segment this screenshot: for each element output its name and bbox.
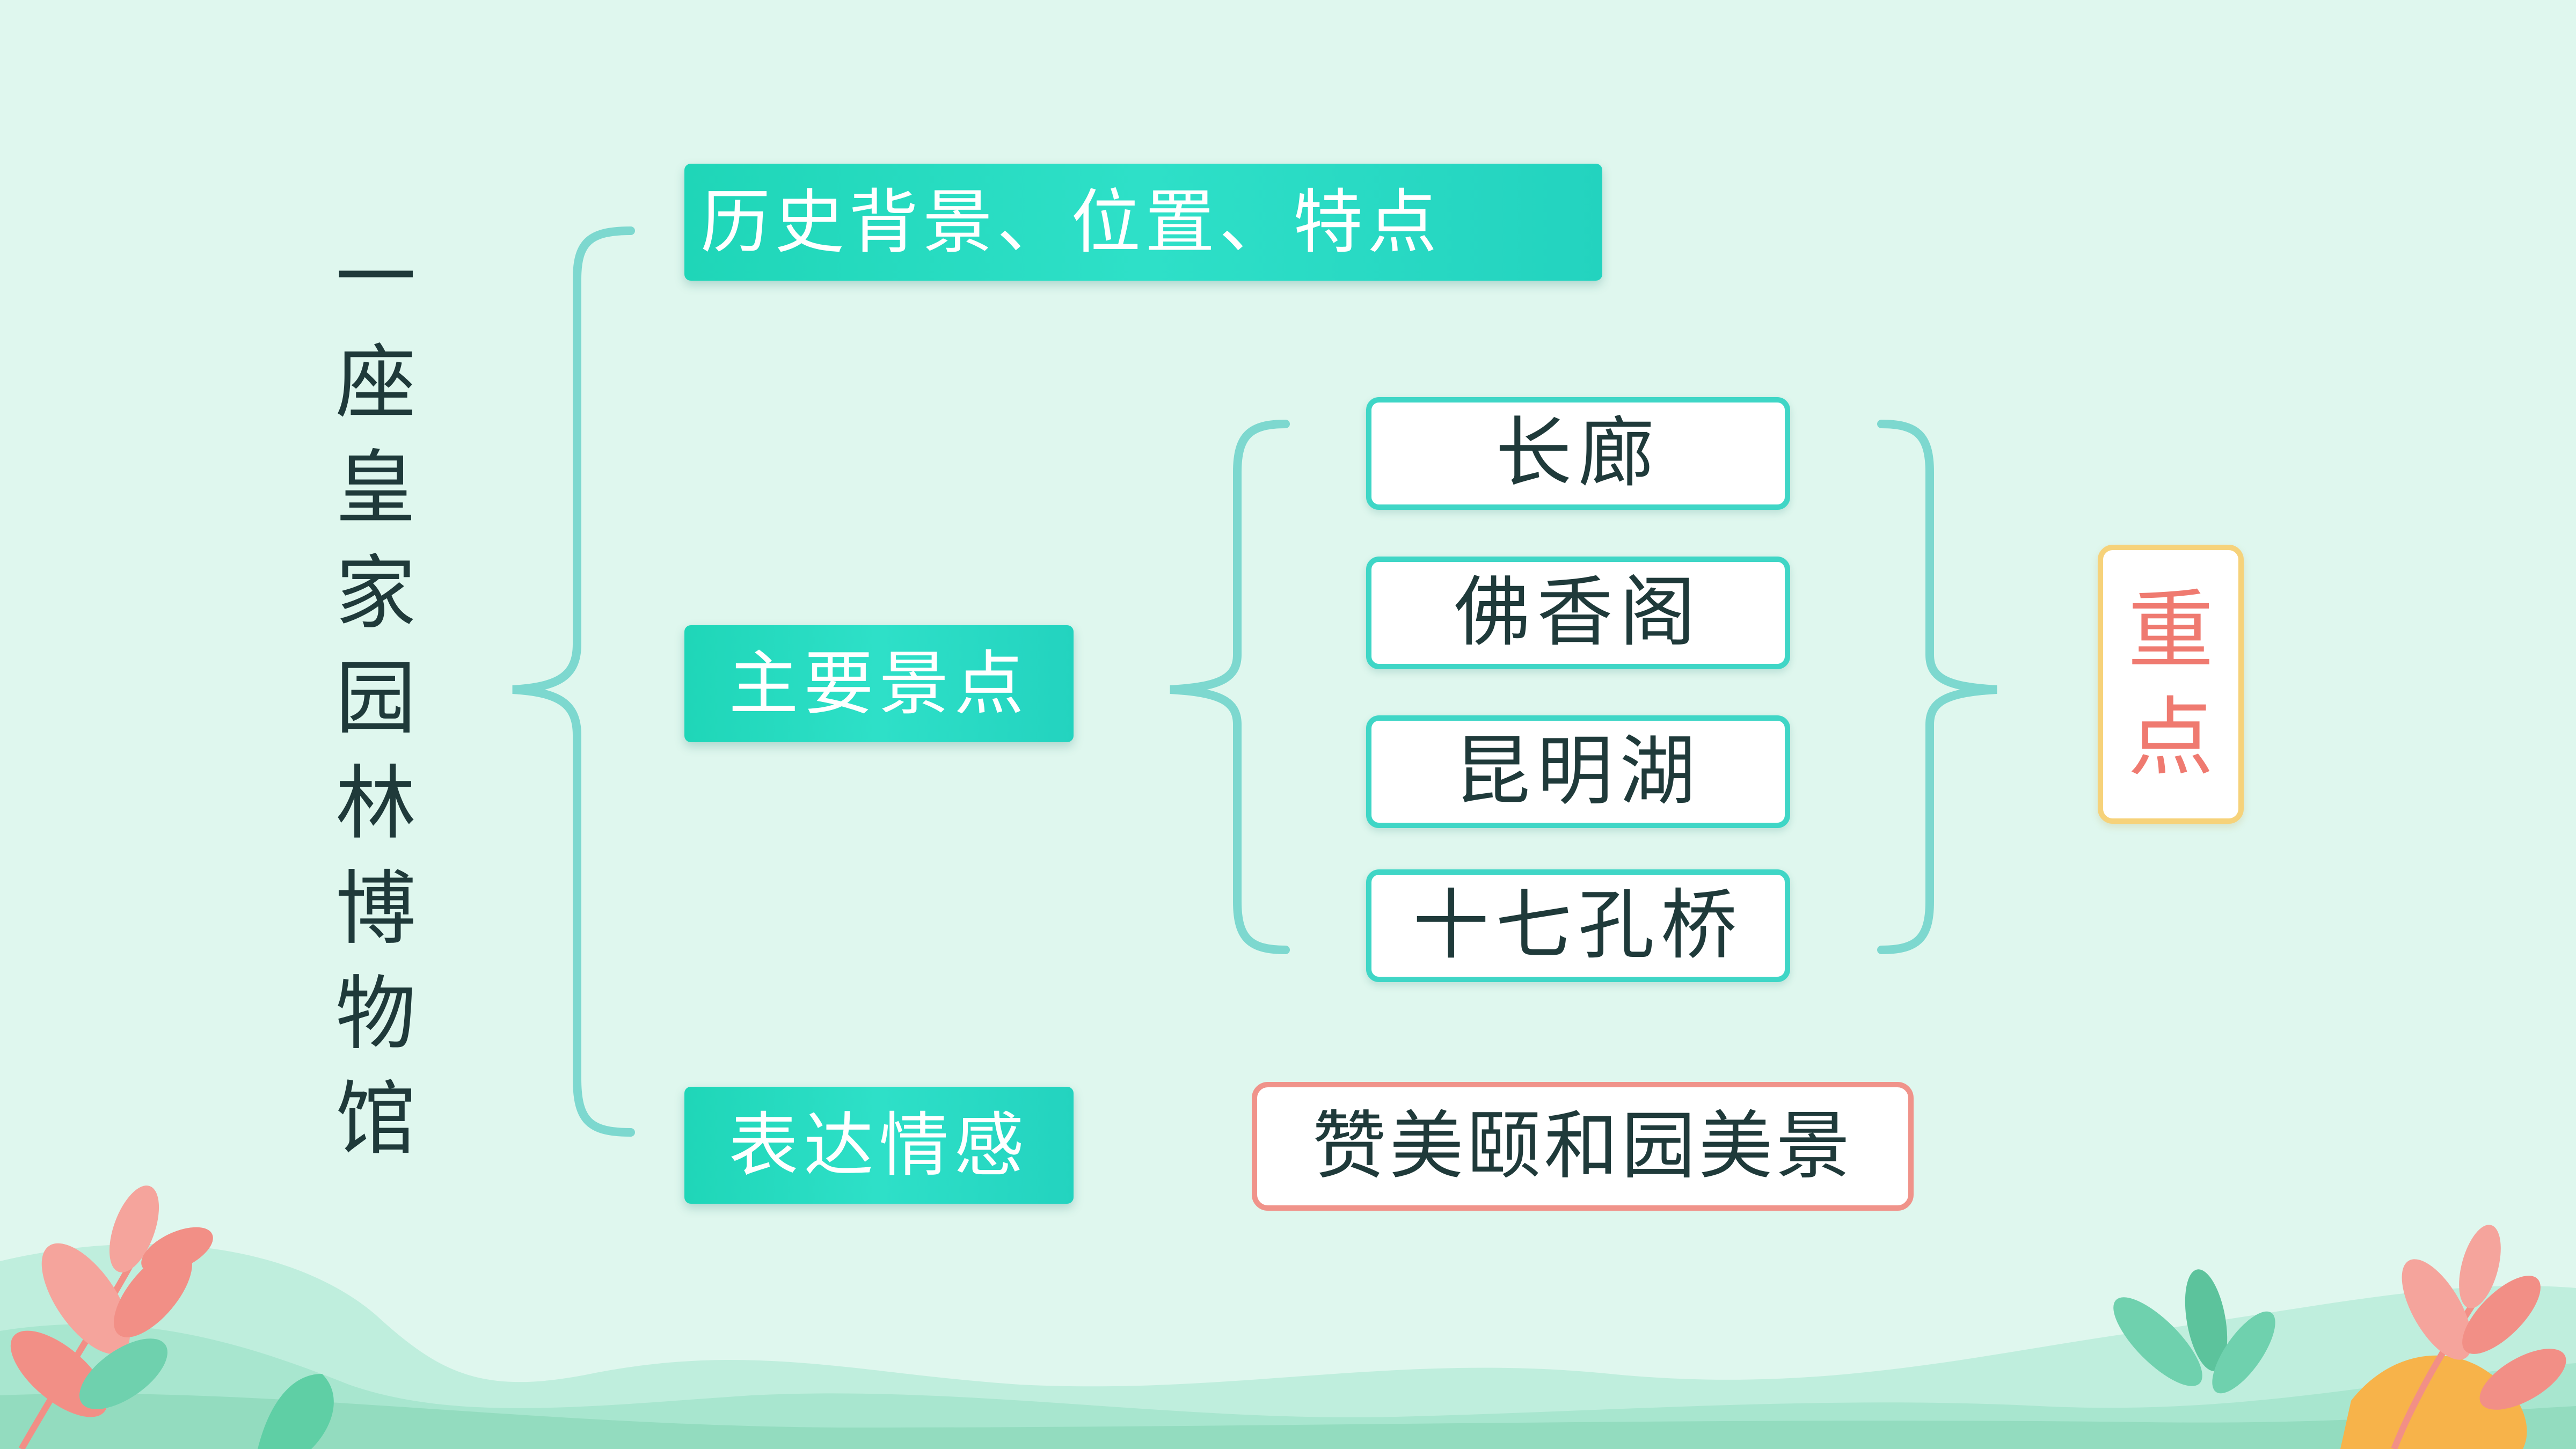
hills-decoration [0, 1244, 2576, 1449]
title-char: 皇 [335, 442, 416, 535]
praise-box: 赞美颐和园美景 [1252, 1082, 1914, 1211]
sight-item-kunming-lake: 昆明湖 [1366, 715, 1790, 828]
key-point-char: 重 [2127, 580, 2214, 680]
title-char: 物 [335, 968, 416, 1061]
title-char: 家 [335, 547, 416, 640]
sight-item-long-corridor: 长廊 [1366, 397, 1790, 510]
title-char: 博 [335, 862, 416, 956]
title-char: 园 [335, 652, 416, 745]
sight-item-seventeen-arch-bridge: 十七孔桥 [1366, 869, 1790, 982]
leaves-right-decoration [2113, 1225, 2566, 1449]
main-brace [512, 226, 635, 1137]
sights-brace [1170, 420, 1290, 954]
vertical-title: 一 座 皇 家 园 林 博 物 馆 [322, 225, 429, 1172]
title-char: 一 [335, 231, 416, 325]
key-point-char: 点 [2127, 687, 2214, 788]
key-point-badge: 重 点 [2098, 545, 2244, 824]
title-char: 座 [335, 336, 416, 430]
branch-history: 历史背景、位置、特点 [684, 164, 1602, 281]
sight-item-foxiang-pavilion: 佛香阁 [1366, 557, 1790, 669]
leaves-left-decoration [10, 1185, 213, 1449]
title-char: 馆 [335, 1073, 416, 1166]
key-brace [1877, 420, 1997, 954]
branch-main-sights: 主要景点 [684, 625, 1074, 742]
branch-emotion: 表达情感 [684, 1087, 1074, 1204]
title-char: 林 [335, 757, 416, 851]
